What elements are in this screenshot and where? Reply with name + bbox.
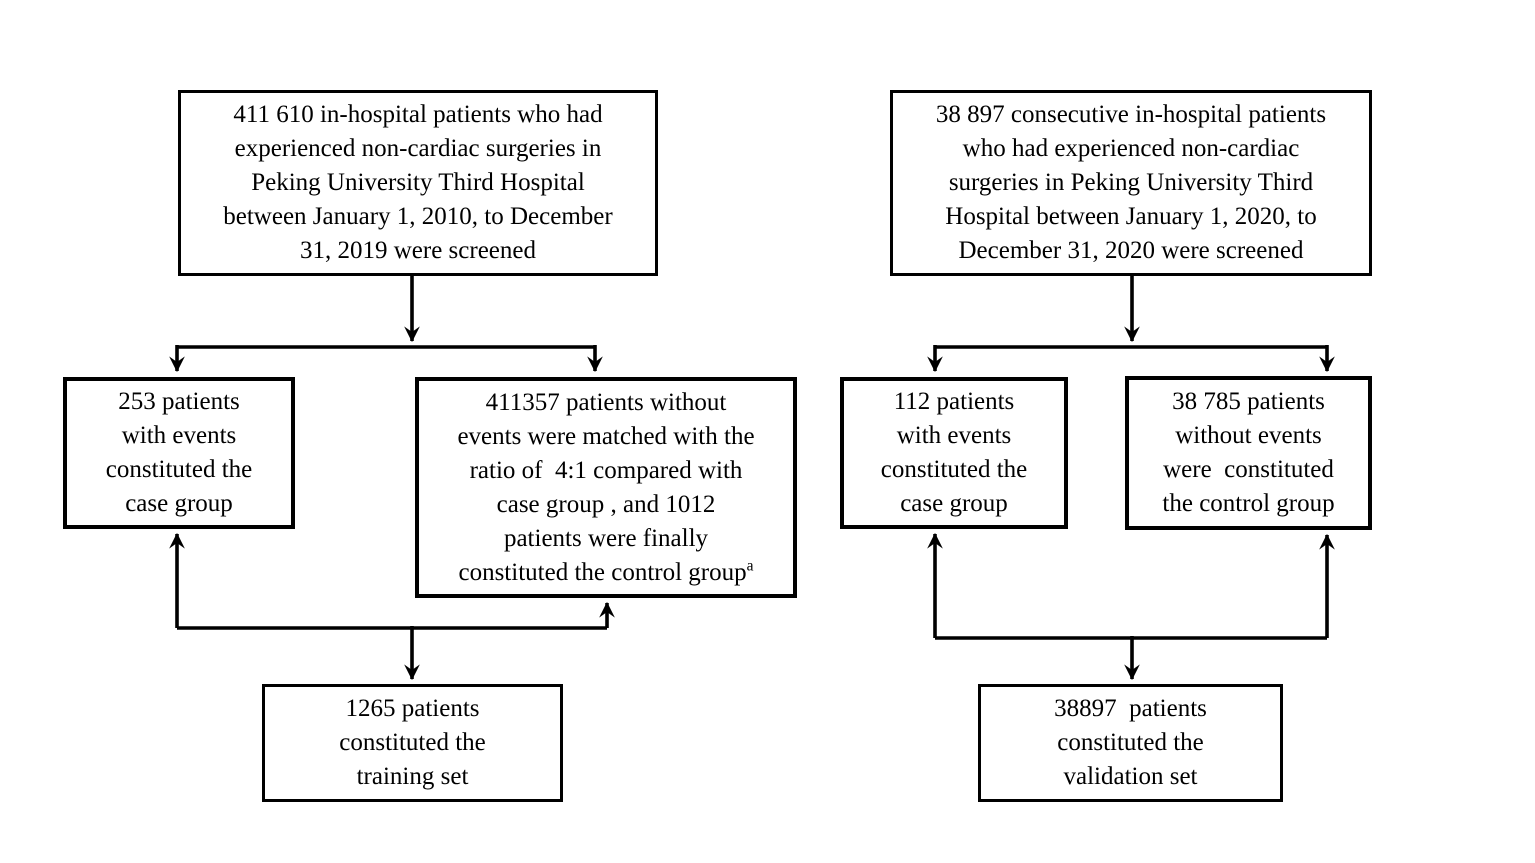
left-control-group-text: 411357 patients without events were matc…	[457, 388, 755, 552]
right-case-group-box: 112 patients with events constituted the…	[840, 377, 1068, 529]
right-control-group-text: 38 785 patients without events were cons…	[1162, 388, 1335, 517]
right-screened-box: 38 897 consecutive in-hospital patients …	[890, 90, 1372, 276]
footnote-marker-a: a	[746, 557, 754, 575]
validation-set-box: 38897 patients constituted the validatio…	[978, 684, 1283, 802]
right-screened-text: 38 897 consecutive in-hospital patients …	[935, 101, 1327, 264]
validation-set-text: 38897 patients constituted the validatio…	[1054, 695, 1207, 790]
right-control-group-box: 38 785 patients without events were cons…	[1125, 376, 1372, 530]
left-screened-box: 411 610 in-hospital patients who had exp…	[178, 90, 658, 276]
left-control-group-last-line: constituted the control groupa	[419, 556, 793, 590]
training-set-text: 1265 patients constituted the training s…	[339, 695, 486, 790]
left-case-group-text: 253 patients with events constituted the…	[105, 388, 253, 517]
left-control-group-box: 411357 patients without events were matc…	[415, 377, 797, 598]
left-case-group-box: 253 patients with events constituted the…	[63, 377, 295, 529]
left-screened-text: 411 610 in-hospital patients who had exp…	[223, 101, 613, 264]
training-set-box: 1265 patients constituted the training s…	[262, 684, 563, 802]
left-control-group-last-line-text: constituted the control group	[458, 558, 747, 586]
right-case-group-text: 112 patients with events constituted the…	[880, 388, 1028, 517]
